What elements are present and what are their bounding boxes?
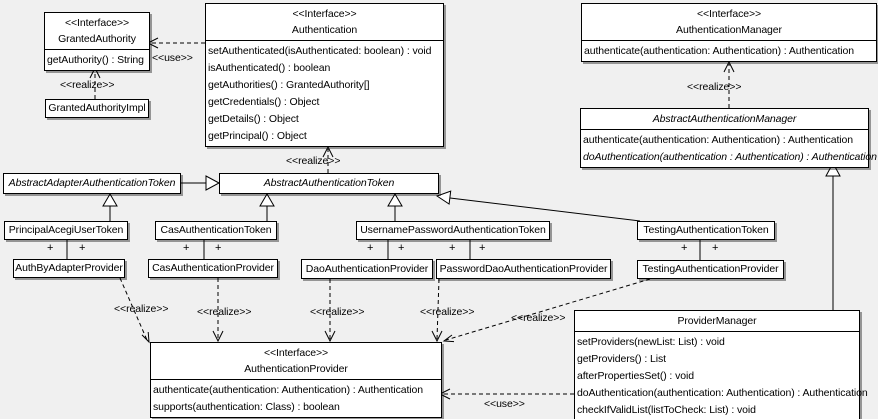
triangle-arrowhead	[387, 193, 403, 207]
class-testing-authentication-token[interactable]: TestingAuthenticationToken	[637, 221, 775, 240]
method: getPrincipal() : Object	[208, 130, 307, 142]
class-password-dao-authentication-provider[interactable]: PasswordDaoAuthenticationProvider	[436, 259, 611, 279]
realize-label: <<realize>>	[286, 155, 341, 167]
class-name: CasAuthenticationProvider	[152, 262, 274, 274]
class-name: Authentication	[291, 24, 358, 36]
class-name: TestingAuthenticationToken	[643, 224, 769, 236]
class-name: ProviderManager	[677, 315, 757, 327]
class-name: AbstractAuthenticationToken	[263, 177, 395, 189]
method: getProviders() : List	[577, 353, 666, 365]
triangle-arrowhead	[435, 190, 452, 205]
method: authenticate(authentication: Authenticat…	[153, 384, 424, 396]
method: authenticate(authentication: Authenticat…	[584, 45, 855, 57]
open-arrowhead	[442, 334, 455, 343]
triangle-arrowhead	[259, 193, 275, 207]
class-name: AuthByAdapterProvider	[15, 262, 123, 274]
class-name: TestingAuthenticationProvider	[642, 263, 779, 275]
class-name: CasAuthenticationToken	[160, 224, 272, 236]
class-stereotype: <<Interface>>	[64, 17, 130, 29]
class-name: PrincipalAcegiUserToken	[8, 224, 124, 236]
open-arrowhead	[723, 60, 735, 73]
realize-label: <<realize>>	[60, 79, 115, 91]
class-username-password-authentication-token[interactable]: UsernamePasswordAuthenticationToken	[356, 221, 550, 240]
open-arrowhead	[324, 330, 336, 343]
class-abstract-authentication-token[interactable]: AbstractAuthenticationToken	[219, 173, 439, 194]
multiplicity-label: +	[79, 242, 86, 254]
class-granted-authority[interactable]: <<Interface>> GrantedAuthority getAuthor…	[44, 12, 150, 71]
class-stereotype: <<Interface>>	[292, 8, 357, 20]
method: setAuthenticated(isAuthenticated: boolea…	[208, 45, 432, 57]
multiplicity-label: +	[449, 242, 456, 254]
method: afterPropertiesSet() : void	[577, 370, 694, 382]
realize-label: <<realize>>	[687, 81, 742, 93]
multiplicity-label: +	[47, 242, 54, 254]
method: doAuthentication(authentication : Authen…	[583, 151, 877, 163]
class-name: PasswordDaoAuthenticationProvider	[439, 263, 608, 275]
method: checkIfValidList(listToCheck: List) : vo…	[577, 404, 756, 416]
multiplicity-label: +	[398, 242, 405, 254]
class-stereotype: <<Interface>>	[696, 8, 762, 20]
multiplicity-label: +	[479, 242, 486, 254]
realize-label: <<realize>>	[310, 306, 365, 318]
class-name: AuthenticationManager	[676, 24, 782, 36]
class-provider-manager[interactable]: ProviderManager setProviders(newList: Li…	[574, 310, 868, 419]
realize-label: <<realize>>	[197, 306, 252, 318]
method: setProviders(newList: List) : void	[577, 336, 725, 348]
class-name: AuthenticationProvider	[244, 363, 348, 375]
method: doAuthentication(authentication: Authent…	[577, 387, 868, 399]
class-cas-authentication-provider[interactable]: CasAuthenticationProvider	[148, 259, 278, 278]
multiplicity-label: +	[215, 242, 222, 254]
realize-label: <<realize>>	[420, 306, 475, 318]
class-name: AbstractAdapterAuthenticationToken	[8, 177, 176, 189]
method: supports(authentication: Class) : boolea…	[153, 401, 340, 413]
open-arrowhead	[431, 330, 443, 343]
use-label: <<use>>	[484, 398, 525, 410]
class-auth-by-adapter-provider[interactable]: AuthByAdapterProvider	[13, 259, 125, 278]
multiplicity-label: +	[712, 242, 719, 254]
use-label: <<use>>	[152, 52, 193, 64]
multiplicity-label: +	[681, 242, 688, 254]
class-dao-authentication-provider[interactable]: DaoAuthenticationProvider	[301, 259, 433, 279]
multiplicity-label: +	[367, 242, 374, 254]
generalization-line	[449, 197, 641, 222]
class-principal-acegi-user-token[interactable]: PrincipalAcegiUserToken	[4, 221, 128, 240]
class-name: AbstractAuthenticationManager	[652, 113, 797, 125]
open-arrowhead	[141, 331, 150, 344]
class-authentication-provider[interactable]: <<Interface>> AuthenticationProvider aut…	[150, 342, 442, 418]
open-arrowhead	[212, 330, 224, 343]
method: isAuthenticated() : boolean	[208, 62, 331, 74]
class-testing-authentication-provider[interactable]: TestingAuthenticationProvider	[637, 260, 784, 279]
triangle-arrowhead	[205, 175, 221, 191]
method: getCredentials() : Object	[208, 96, 320, 108]
class-abstract-authentication-manager[interactable]: AbstractAuthenticationManager authentica…	[580, 108, 877, 168]
class-name: GrantedAuthorityImpl	[48, 102, 146, 114]
class-granted-authority-impl[interactable]: GrantedAuthorityImpl	[45, 99, 149, 118]
method: getAuthority() : String	[47, 54, 144, 66]
multiplicity-label: +	[183, 242, 190, 254]
method: getAuthorities() : GrantedAuthority[]	[208, 79, 370, 91]
class-name: GrantedAuthority	[58, 33, 136, 45]
class-abstract-adapter-authentication-token[interactable]: AbstractAdapterAuthenticationToken	[3, 173, 181, 194]
triangle-arrowhead	[102, 193, 118, 207]
realize-label: <<realize>>	[511, 312, 566, 324]
method: authenticate(authentication: Authenticat…	[583, 134, 854, 146]
class-stereotype: <<Interface>>	[263, 347, 329, 359]
class-name: UsernamePasswordAuthenticationToken	[360, 224, 546, 236]
class-authentication[interactable]: <<Interface>> Authentication setAuthenti…	[205, 3, 444, 147]
class-name: DaoAuthenticationProvider	[305, 263, 429, 275]
class-authentication-manager[interactable]: <<Interface>> AuthenticationManager auth…	[581, 3, 877, 62]
method: getDetails() : Object	[208, 113, 299, 125]
class-cas-authentication-token[interactable]: CasAuthenticationToken	[155, 221, 277, 240]
realize-label: <<realize>>	[114, 303, 169, 315]
